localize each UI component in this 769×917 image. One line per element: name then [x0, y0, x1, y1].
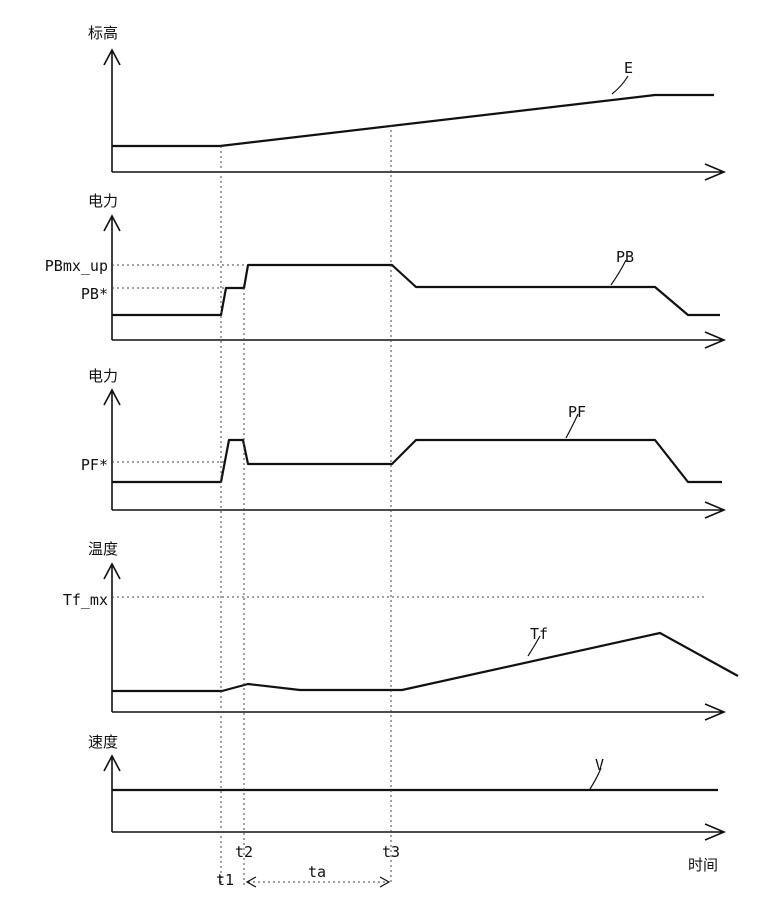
speed-panel: 速度 V: [88, 733, 724, 840]
fuel-cell-power-curve-label: PF: [568, 403, 586, 421]
elevation-curve-leader: [612, 76, 628, 94]
temperature-curve-label: Tf: [530, 625, 548, 643]
temperature-y-axis: [104, 564, 120, 712]
time-axis-label: 时间: [688, 856, 718, 874]
elevation-curve: [112, 95, 714, 146]
time-markers: t2 t3 t1 ta 时间: [216, 125, 718, 889]
battery-power-x-axis: [112, 332, 724, 348]
temperature-axis-label: 温度: [88, 540, 118, 558]
elevation-x-axis: [112, 164, 724, 180]
temperature-x-axis: [112, 704, 724, 720]
t3-label: t3: [382, 843, 400, 861]
speed-x-axis: [112, 824, 724, 840]
speed-curve-label: V: [595, 756, 604, 774]
fuel-cell-power-curve: [112, 440, 722, 482]
speed-y-axis: [104, 756, 120, 832]
pb-star-label: PB*: [81, 285, 108, 303]
tf-mx-label: Tf_mx: [63, 591, 108, 609]
elevation-curve-label: E: [624, 59, 633, 77]
ta-interval-label: ta: [308, 863, 326, 881]
battery-power-panel: 电力 PBmx_up PB* PB: [45, 192, 724, 348]
battery-power-y-axis: [104, 216, 120, 340]
temperature-panel: 温度 Tf_mx Tf: [63, 540, 738, 720]
elevation-axis-label: 标高: [88, 24, 118, 42]
pbmx-up-label: PBmx_up: [45, 257, 108, 275]
temperature-curve: [112, 633, 738, 691]
battery-power-curve-label: PB: [616, 248, 634, 266]
fuel-cell-power-x-axis: [112, 502, 724, 518]
fuel-cell-power-panel: 电力 PF* PF: [81, 367, 724, 518]
elevation-panel: 标高 E: [88, 24, 724, 180]
fuel-cell-power-y-axis: [104, 390, 120, 510]
pf-star-label: PF*: [81, 456, 108, 474]
speed-axis-label: 速度: [88, 733, 118, 751]
battery-power-axis-label: 电力: [88, 192, 118, 210]
t2-label: t2: [235, 843, 253, 861]
battery-power-curve: [112, 265, 720, 315]
elevation-y-axis: [104, 50, 120, 172]
fuel-cell-power-axis-label: 电力: [88, 367, 118, 385]
t1-label: t1: [216, 871, 234, 889]
